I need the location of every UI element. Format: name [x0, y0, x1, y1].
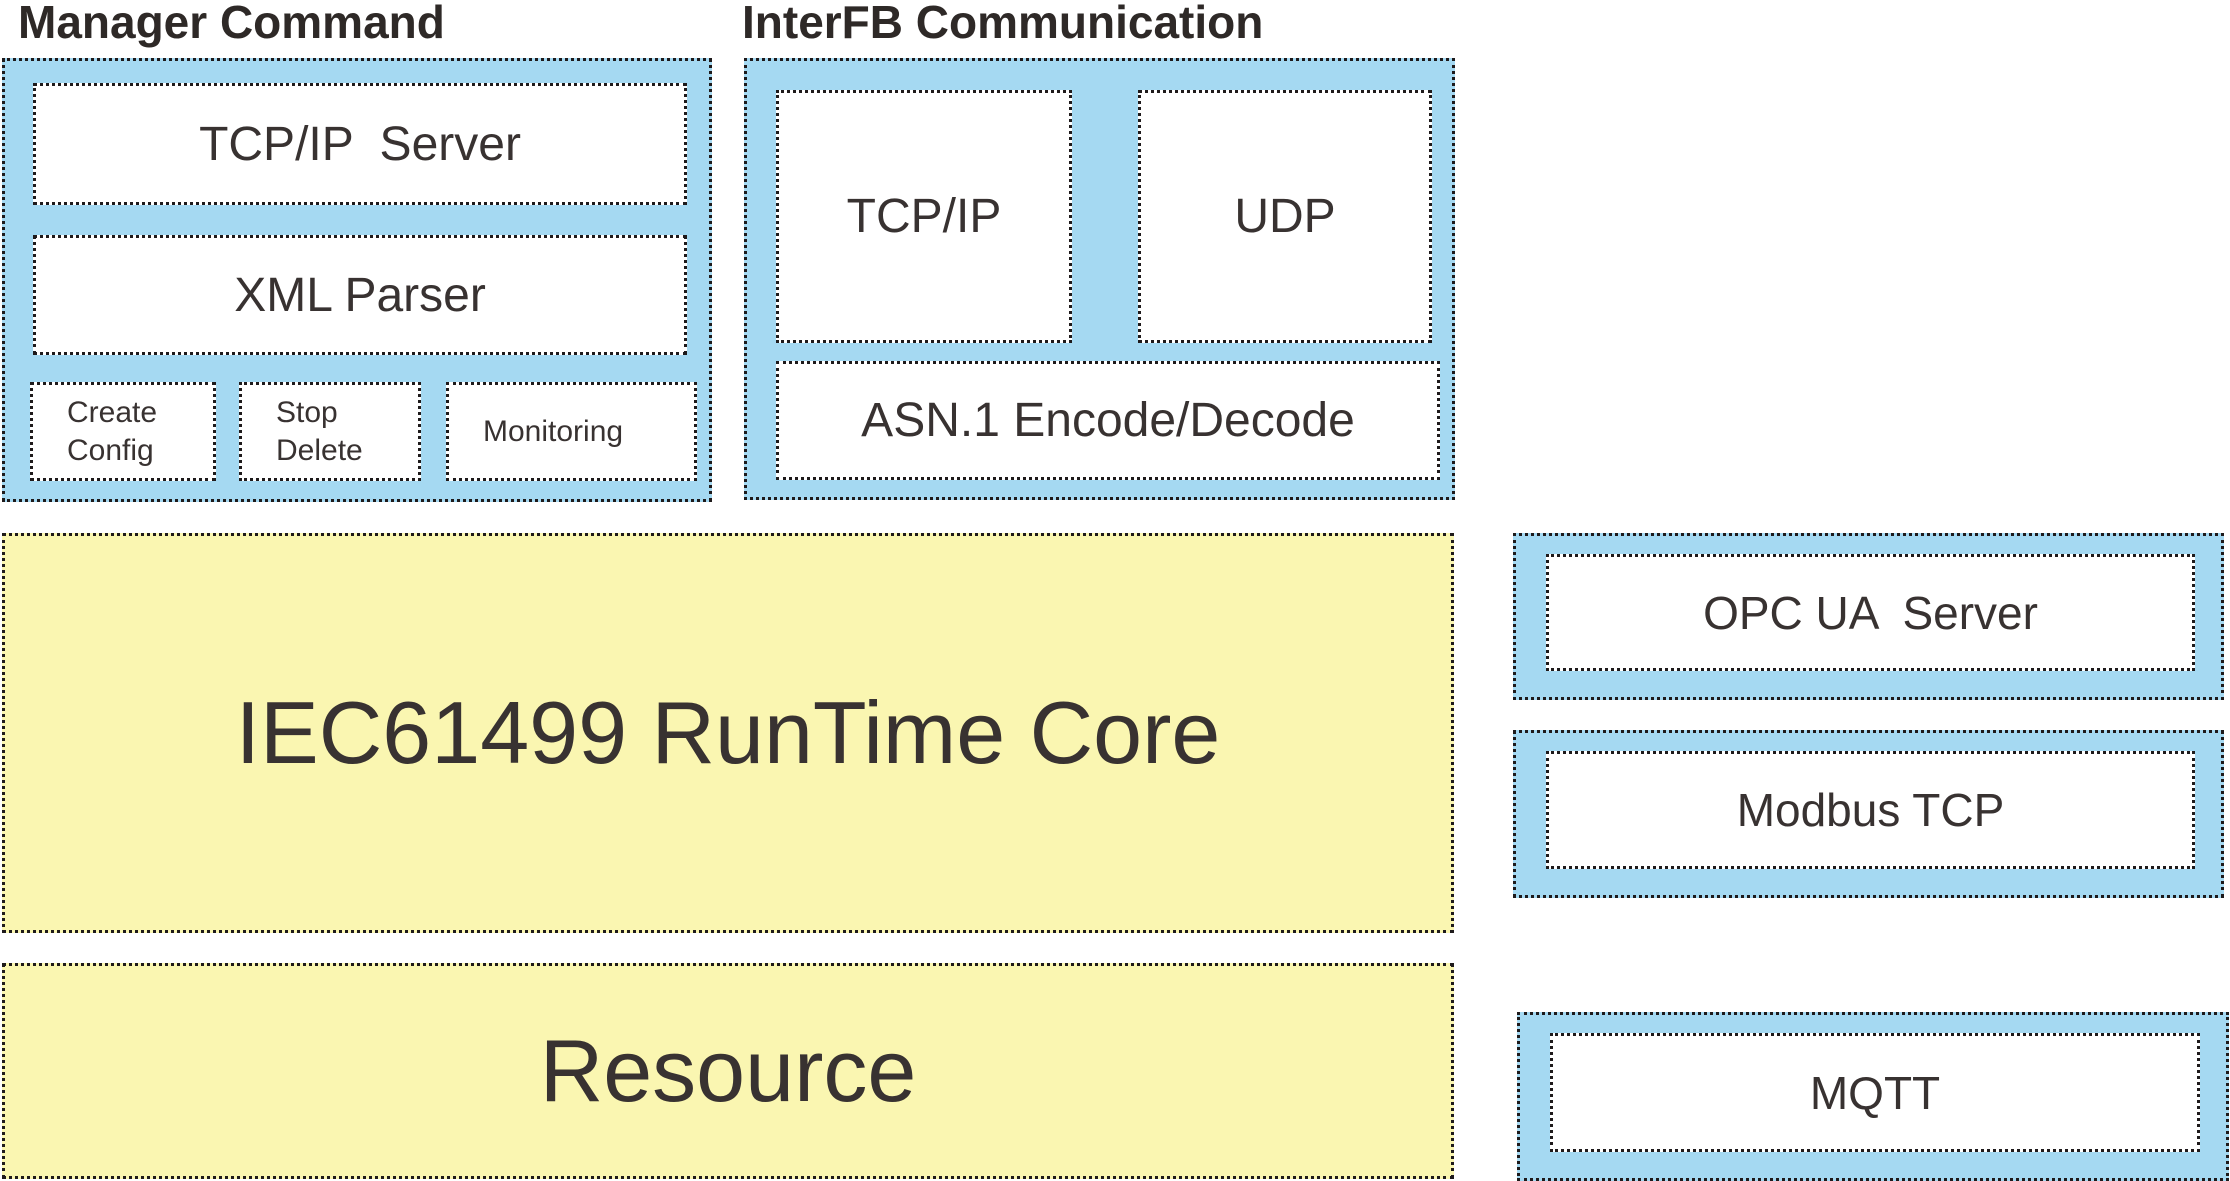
manager-command-group: TCP/IP Server XML Parser Create Config S…	[2, 58, 712, 502]
manager-command-title: Manager Command	[18, 0, 445, 48]
tcp-ip-server-box: TCP/IP Server	[33, 83, 687, 205]
monitoring-box: Monitoring	[446, 382, 697, 481]
create-config-line2: Config	[67, 433, 154, 467]
create-config-box: Create Config	[30, 382, 216, 481]
asn1-encode-decode-box: ASN.1 Encode/Decode	[776, 361, 1440, 480]
resource-box: Resource	[2, 963, 1454, 1179]
tcp-ip-box: TCP/IP	[776, 90, 1072, 343]
iec61499-runtime-core-box: IEC61499 RunTime Core	[2, 533, 1454, 933]
stop-delete-line2: Delete	[276, 433, 363, 467]
mqtt-label: MQTT	[1550, 1033, 2200, 1152]
stop-delete-box: Stop Delete	[239, 382, 421, 481]
monitoring-line1: Monitoring	[483, 414, 624, 448]
udp-box: UDP	[1138, 90, 1432, 343]
opc-ua-server-label: OPC UA Server	[1546, 554, 2195, 671]
create-config-line1: Create	[67, 395, 158, 429]
xml-parser-box: XML Parser	[33, 235, 687, 355]
stop-delete-line1: Stop	[276, 395, 338, 429]
mqtt-box: MQTT	[1517, 1012, 2229, 1181]
modbus-tcp-box: Modbus TCP	[1513, 730, 2224, 898]
modbus-tcp-label: Modbus TCP	[1546, 751, 2195, 869]
interfb-communication-title: InterFB Communication	[742, 0, 1264, 48]
interfb-communication-group: TCP/IP UDP ASN.1 Encode/Decode	[744, 58, 1455, 500]
opc-ua-server-box: OPC UA Server	[1513, 533, 2224, 700]
